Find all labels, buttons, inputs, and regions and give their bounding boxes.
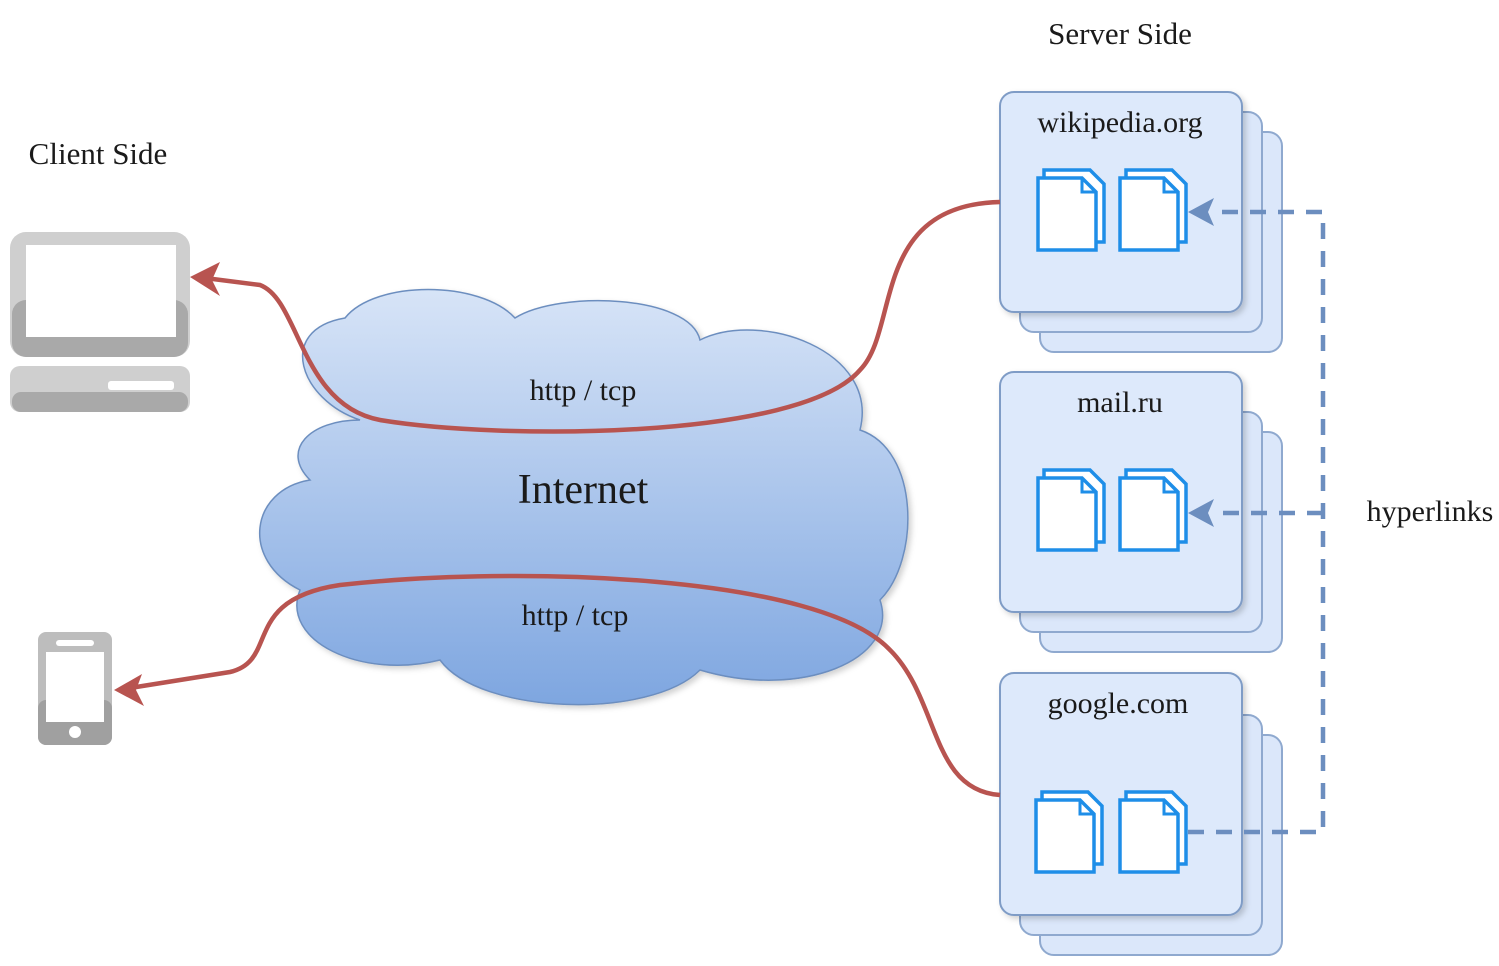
- mobile-phone-icon: [38, 632, 112, 745]
- desktop-computer-icon: [10, 232, 190, 412]
- internet-label: Internet: [518, 467, 649, 513]
- arrowhead-phone: [114, 674, 144, 706]
- document-icon: [1036, 168, 1106, 252]
- document-icon: [1118, 168, 1188, 252]
- http-tcp-label-top: http / tcp: [530, 374, 637, 407]
- arrowhead-hyperlink-mail: [1188, 499, 1214, 527]
- server-label-google: google.com: [1048, 687, 1189, 720]
- document-icon: [1118, 468, 1188, 552]
- server-label-wikipedia: wikipedia.org: [1037, 106, 1202, 139]
- document-icon: [1036, 468, 1106, 552]
- connection-wikipedia-desktop: [204, 199, 1001, 434]
- server-label-mail: mail.ru: [1077, 386, 1163, 419]
- client-side-heading: Client Side: [29, 136, 168, 171]
- arrowhead-hyperlink-wikipedia: [1188, 198, 1214, 226]
- arrowhead-desktop: [190, 262, 220, 296]
- document-icon: [1034, 790, 1104, 874]
- http-tcp-label-bottom: http / tcp: [522, 599, 629, 632]
- server-side-heading: Server Side: [1048, 16, 1192, 51]
- hyperlink-google-out: [1188, 209, 1326, 835]
- document-icon: [1118, 790, 1188, 874]
- hyperlinks-label: hyperlinks: [1367, 495, 1494, 528]
- connection-google-phone: [129, 573, 1001, 798]
- internet-cloud: [258, 288, 909, 706]
